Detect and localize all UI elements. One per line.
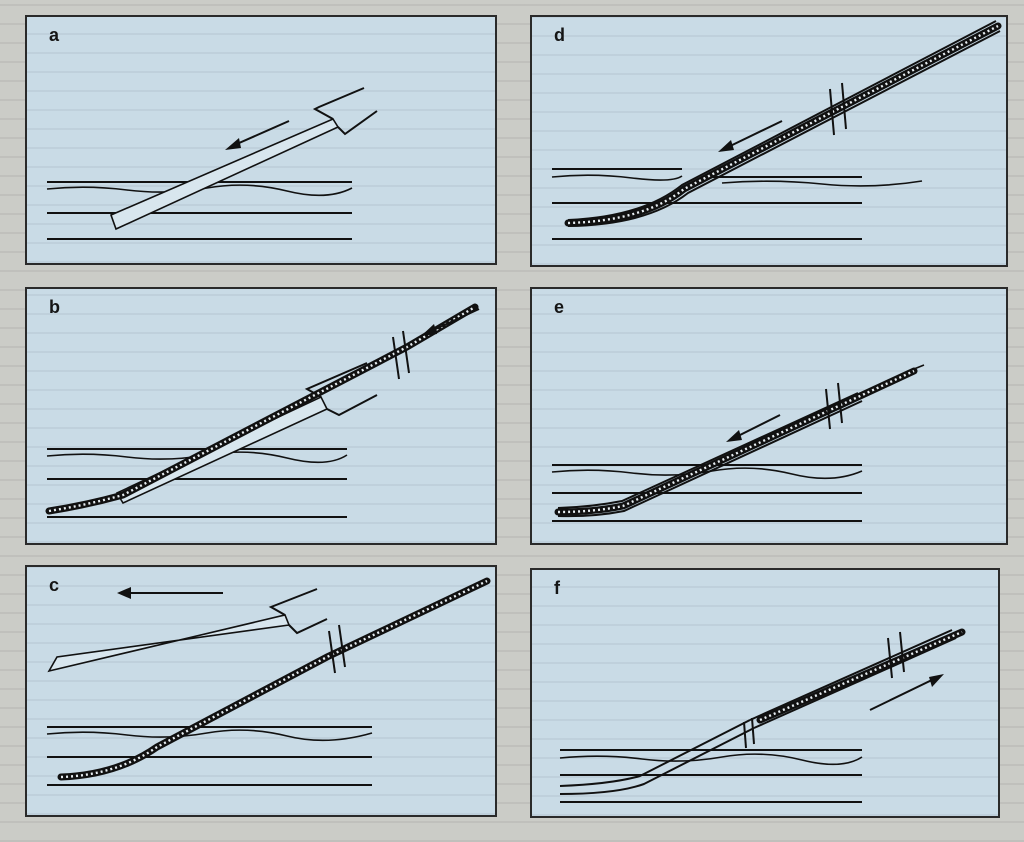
panel-label-d: d <box>554 25 565 45</box>
guidewire <box>756 628 966 724</box>
panel-a: a <box>25 15 497 265</box>
dilator <box>567 20 1001 227</box>
hub-clamp <box>392 330 410 380</box>
hub-clamp <box>825 382 843 430</box>
arrow-withdraw <box>869 674 944 711</box>
panel-label-a: a <box>49 25 60 45</box>
panel-label-c: c <box>49 575 60 595</box>
panel-label-b: b <box>49 297 60 317</box>
panel-c: c <box>25 565 497 817</box>
hub-clamp <box>829 82 847 136</box>
hub-clamp <box>328 624 346 674</box>
panel-d: d <box>530 15 1008 267</box>
withdrawn-needle <box>47 588 328 673</box>
panel-f: f <box>530 568 1000 818</box>
needle <box>109 87 378 231</box>
guidewire <box>564 22 1002 227</box>
panel-b: b <box>25 287 497 545</box>
panel-e: e <box>530 287 1008 545</box>
arrow-advance <box>726 414 781 442</box>
catheter <box>559 629 957 795</box>
hub-clamp-lower <box>743 717 755 749</box>
vessel-lines <box>551 464 863 522</box>
guidewire <box>57 577 491 781</box>
guidewire <box>45 303 479 515</box>
panel-label-f: f <box>554 578 560 598</box>
vessel-lines <box>559 749 863 803</box>
arrow-advance <box>718 120 783 152</box>
arrow-insert <box>225 120 290 150</box>
panel-b-drawing <box>45 303 480 518</box>
panel-e-drawing <box>551 364 925 522</box>
vessel-lines <box>551 168 923 240</box>
hub-clamp-upper <box>887 631 905 679</box>
panel-f-drawing <box>559 628 966 803</box>
guidewire <box>554 364 925 516</box>
catheter <box>557 392 863 518</box>
arrow-withdraw <box>117 587 223 599</box>
arrow-advance <box>421 308 480 336</box>
panel-d-drawing <box>551 20 1002 240</box>
vessel-lines <box>46 726 373 786</box>
panel-a-drawing <box>46 87 378 240</box>
panel-c-drawing <box>46 577 491 786</box>
panel-label-e: e <box>554 297 565 317</box>
